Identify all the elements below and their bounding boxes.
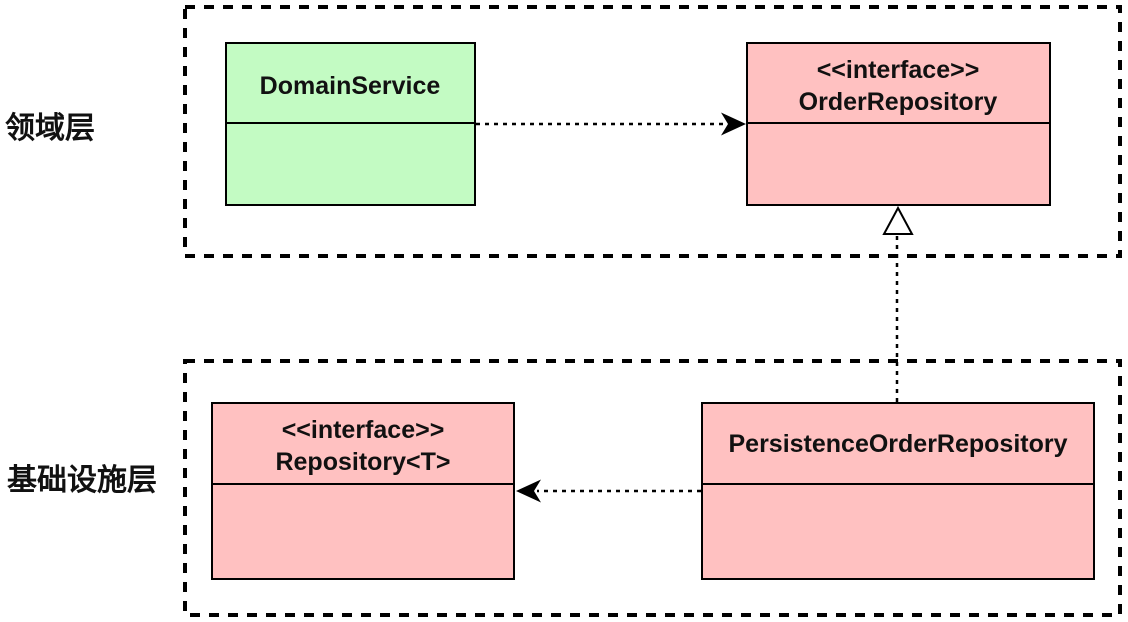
filled-arrowhead-icon [516,479,541,503]
domain-layer-boundary [183,5,1122,258]
class-repository-t-title: Repository<T> [275,448,450,476]
infrastructure-layer-label: 基础设施层 [7,464,157,497]
domain-layer-label: 领域层 [5,111,95,145]
class-repository-t: <<interface>> Repository<T> [211,402,515,580]
class-orderrepository: <<interface>> OrderRepository [746,42,1051,206]
class-orderrepository-title: OrderRepository [799,88,998,116]
infrastructure-layer-boundary [183,359,1122,617]
class-repository-t-box [211,402,515,580]
class-persistenceorderrepository-box [701,402,1095,580]
class-persistenceorderrepository-title: PersistenceOrderRepository [728,430,1067,458]
class-domainservice: DomainService [225,42,476,206]
realization-persistenceorderrepository-to-orderrepository [882,205,914,402]
filled-arrowhead-icon [721,112,746,136]
dependency-domainservice-to-orderrepository [476,112,746,136]
hollow-triangle-icon [882,205,914,235]
dependency-persistenceorderrepository-to-repository-t [516,479,701,503]
class-domainservice-title: DomainService [260,72,441,100]
class-persistenceorderrepository: PersistenceOrderRepository [701,402,1095,580]
class-orderrepository-stereotype: <<interface>> [817,56,980,84]
class-repository-t-stereotype: <<interface>> [282,416,445,444]
